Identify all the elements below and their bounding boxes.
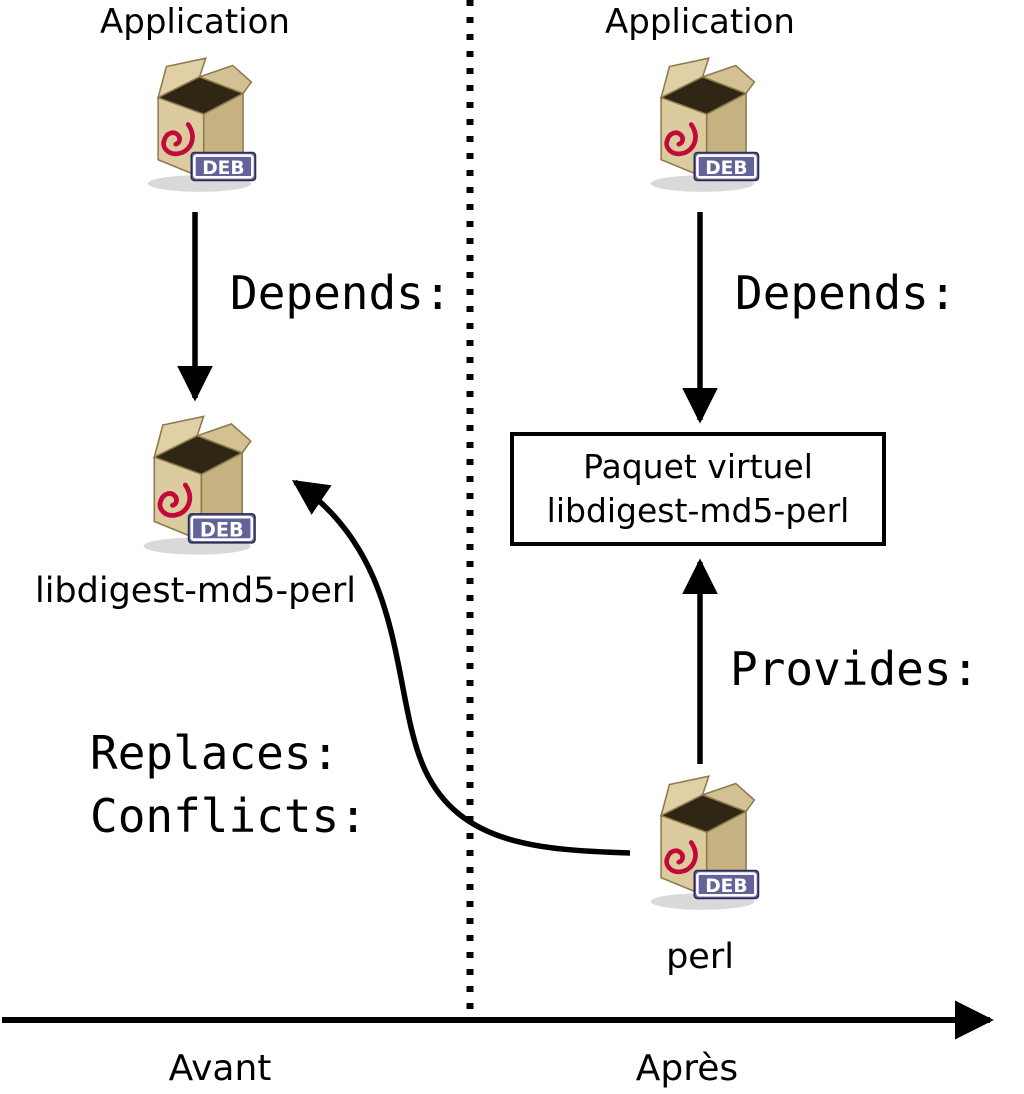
deb-package-icon <box>628 770 773 915</box>
virtual-package-box: Paquet virtuel libdigest-md5-perl <box>510 432 886 546</box>
replaces-label: Replaces: <box>90 726 340 780</box>
application-label-right: Application <box>605 2 795 42</box>
timeline-label-after: Après <box>635 1048 739 1089</box>
deb-package-icon <box>125 52 270 197</box>
application-label-left: Application <box>100 2 290 42</box>
timeline-label-before: Avant <box>168 1048 272 1089</box>
deb-package-icon <box>120 410 270 560</box>
depends-label-right: Depends: <box>735 266 957 320</box>
provides-label: Provides: <box>730 642 980 696</box>
package-label-perl: perl <box>666 937 734 977</box>
package-label-libdigest: libdigest-md5-perl <box>34 571 356 611</box>
virtual-package-line1: Paquet virtuel <box>583 447 813 487</box>
deb-package-icon <box>628 52 773 197</box>
conflicts-label: Conflicts: <box>90 789 367 843</box>
virtual-package-line2: libdigest-md5-perl <box>546 491 850 530</box>
depends-label-left: Depends: <box>230 266 452 320</box>
